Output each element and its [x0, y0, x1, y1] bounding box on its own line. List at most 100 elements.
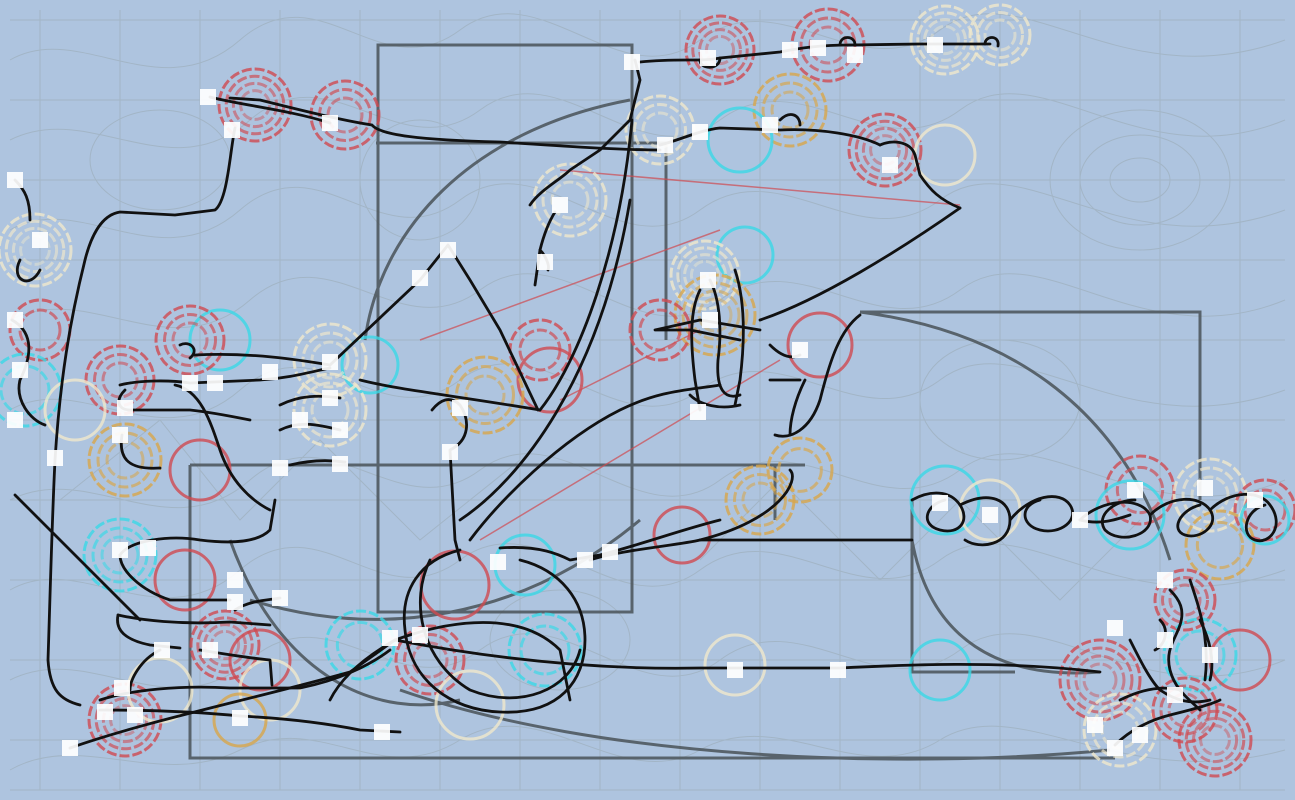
path-node[interactable] [440, 242, 456, 258]
path-node[interactable] [552, 197, 568, 213]
ring [309, 79, 381, 151]
path-node[interactable] [762, 117, 778, 133]
path-node[interactable] [690, 404, 706, 420]
path-node[interactable] [830, 662, 846, 678]
path-node[interactable] [117, 400, 133, 416]
path-node[interactable] [224, 122, 240, 138]
path-node[interactable] [412, 270, 428, 286]
ring-cluster [1239, 494, 1291, 546]
path-node[interactable] [782, 42, 798, 58]
path-node[interactable] [1107, 740, 1123, 756]
ring [916, 11, 974, 69]
ring [239, 89, 271, 121]
ring-cluster [153, 548, 217, 612]
ring [516, 346, 584, 414]
path-node[interactable] [322, 115, 338, 131]
path-node[interactable] [232, 710, 248, 726]
ring [1243, 488, 1287, 532]
path-node[interactable] [982, 507, 998, 523]
ring [697, 297, 733, 333]
path-node[interactable] [47, 450, 63, 466]
path-node[interactable] [810, 40, 826, 56]
path-node[interactable] [7, 312, 23, 328]
path-node[interactable] [227, 572, 243, 588]
ring [1094, 479, 1166, 551]
path-node[interactable] [882, 157, 898, 173]
ring [87, 422, 163, 498]
path-node[interactable] [624, 54, 640, 70]
path-node[interactable] [792, 342, 808, 358]
path-node[interactable] [1132, 727, 1148, 743]
path-node[interactable] [272, 460, 288, 476]
ring [1058, 638, 1142, 722]
path-node[interactable] [322, 354, 338, 370]
path-node[interactable] [154, 642, 170, 658]
path-node[interactable] [490, 554, 506, 570]
ring [1239, 494, 1291, 546]
path-node[interactable] [1087, 717, 1103, 733]
path-node[interactable] [202, 642, 218, 658]
path-node[interactable] [1157, 572, 1173, 588]
path-node[interactable] [12, 362, 28, 378]
path-node[interactable] [374, 724, 390, 740]
path-node[interactable] [537, 254, 553, 270]
path-node[interactable] [127, 707, 143, 723]
path-node[interactable] [577, 552, 593, 568]
path-node[interactable] [657, 137, 673, 153]
path-node[interactable] [727, 662, 743, 678]
path-node[interactable] [702, 312, 718, 328]
path-node[interactable] [7, 172, 23, 188]
ring [1151, 676, 1219, 744]
path-node[interactable] [1127, 482, 1143, 498]
ring [676, 246, 734, 304]
path-node[interactable] [700, 50, 716, 66]
path-node[interactable] [1202, 647, 1218, 663]
path-node[interactable] [292, 412, 308, 428]
path-node[interactable] [382, 630, 398, 646]
path-node[interactable] [227, 594, 243, 610]
path-node[interactable] [1072, 512, 1088, 528]
path-node[interactable] [412, 627, 428, 643]
ring [703, 633, 767, 697]
ring [1066, 646, 1134, 714]
path-node[interactable] [32, 232, 48, 248]
path-node[interactable] [182, 375, 198, 391]
path-node[interactable] [927, 37, 943, 53]
path-node[interactable] [700, 272, 716, 288]
ring [770, 90, 810, 130]
path-node[interactable] [262, 364, 278, 380]
path-node[interactable] [112, 427, 128, 443]
path-node[interactable] [140, 540, 156, 556]
path-node[interactable] [1247, 492, 1263, 508]
path-node[interactable] [602, 544, 618, 560]
path-node[interactable] [1197, 480, 1213, 496]
path-node[interactable] [200, 89, 216, 105]
path-node[interactable] [692, 124, 708, 140]
ring [188, 308, 252, 372]
path-node[interactable] [332, 456, 348, 472]
ring [519, 624, 571, 676]
path-node[interactable] [112, 542, 128, 558]
path-node[interactable] [932, 495, 948, 511]
path-node[interactable] [332, 422, 348, 438]
path-node[interactable] [1167, 687, 1183, 703]
path-node[interactable] [1107, 620, 1123, 636]
path-node[interactable] [442, 444, 458, 460]
path-node[interactable] [7, 412, 23, 428]
ring [1082, 692, 1158, 768]
ring [1168, 583, 1202, 617]
path-node[interactable] [114, 680, 130, 696]
path-node[interactable] [207, 375, 223, 391]
ring [715, 225, 775, 285]
path-node[interactable] [97, 704, 113, 720]
path-node[interactable] [1157, 632, 1173, 648]
path-node[interactable] [322, 390, 338, 406]
path-node[interactable] [272, 590, 288, 606]
path-node[interactable] [452, 400, 468, 416]
path-nodes[interactable] [7, 37, 1263, 756]
path-node[interactable] [62, 740, 78, 756]
path-node[interactable] [847, 47, 863, 63]
ring [684, 14, 756, 86]
